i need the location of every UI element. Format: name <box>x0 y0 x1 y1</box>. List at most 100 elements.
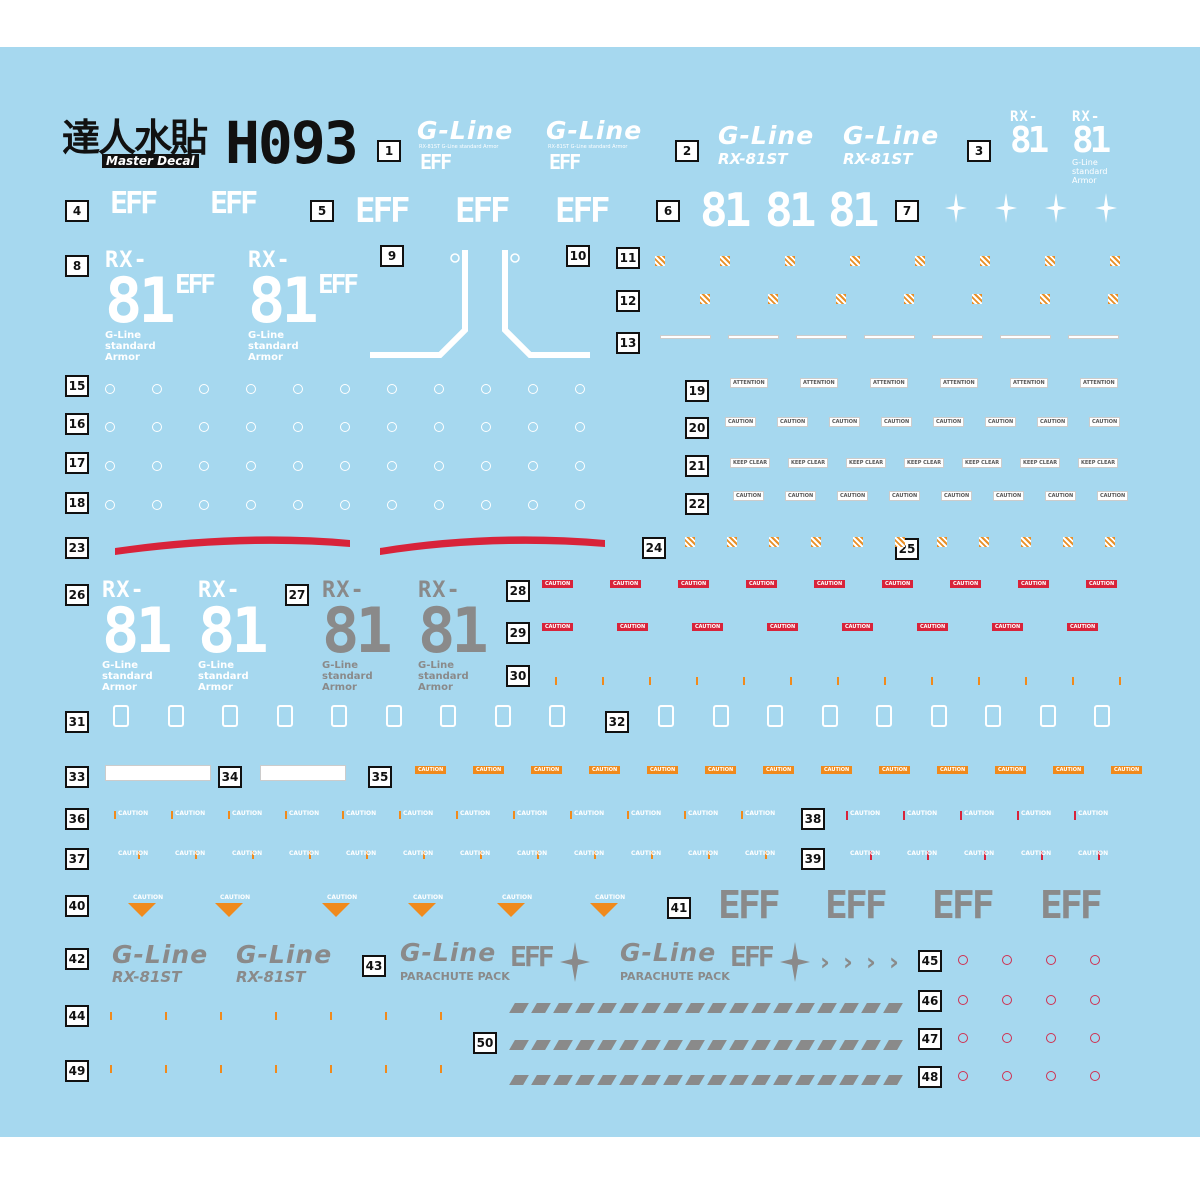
rx81-large-white: RX- 81 G-Line standard Armor <box>198 578 269 694</box>
orange-tick <box>627 811 629 819</box>
eff-logo: EFF <box>210 186 258 221</box>
slot-outline <box>985 705 1001 727</box>
federation-star-icon <box>1045 193 1067 223</box>
orange-caution-tag: CAUTION <box>473 766 505 774</box>
orange-triangle <box>590 903 618 917</box>
caution-text: CAUTION <box>850 850 881 857</box>
marking-circle <box>340 384 350 394</box>
orange-tick <box>837 677 839 685</box>
decal-number-label: 42 <box>65 948 89 970</box>
warning-tag <box>796 335 847 339</box>
orange-tick <box>884 677 886 685</box>
red-caution-tag: CAUTION <box>917 623 949 631</box>
caution-text: CAUTION <box>289 810 320 817</box>
orange-tick <box>385 1065 387 1073</box>
hazard-hatch <box>972 294 982 304</box>
caution-text: CAUTION <box>289 850 320 857</box>
decal-number-label: 39 <box>801 848 825 870</box>
orange-tick <box>309 851 311 859</box>
parachute-pack-label: PARACHUTE PACK <box>620 970 730 983</box>
orange-tick <box>399 811 401 819</box>
hazard-hatch <box>727 537 737 547</box>
federation-star-icon <box>780 942 810 982</box>
rx81-block: RX- 81 <box>1010 109 1049 161</box>
orange-triangle <box>322 903 350 917</box>
caution-text: CAUTION <box>1021 810 1052 817</box>
hazard-hatch <box>700 294 710 304</box>
eff-logo: EFF <box>318 270 359 300</box>
hazard-hatch <box>980 256 990 266</box>
rx81-large-gray: RX- 81 G-Line standard Armor <box>322 578 393 694</box>
orange-tick <box>555 677 557 685</box>
caution-text: CAUTION <box>133 894 164 901</box>
marking-circle <box>340 461 350 471</box>
caution-text: CAUTION <box>118 850 149 857</box>
orange-tick <box>165 1065 167 1073</box>
decal-number-label: 30 <box>506 665 530 687</box>
decal-number-label: 37 <box>65 848 89 870</box>
caution-keep-clear-tag: CAUTION <box>985 417 1017 427</box>
hazard-hatch <box>1105 537 1115 547</box>
decal-number-label: 50 <box>473 1032 497 1054</box>
decal-number-label: 17 <box>65 452 89 474</box>
decal-number-label: 4 <box>65 200 89 222</box>
slot-outline <box>440 705 456 727</box>
eff-small: EFF <box>420 150 452 174</box>
caution-text: CAUTION <box>460 810 491 817</box>
eff-logo-gray: EFF <box>718 883 781 927</box>
marking-circle <box>199 500 209 510</box>
warning-tag <box>864 335 915 339</box>
orange-tick <box>330 1012 332 1020</box>
red-caution-tag: CAUTION <box>617 623 649 631</box>
caution-tag: CAUTION <box>785 491 817 501</box>
attention-tag: ATTENTION <box>800 378 838 388</box>
caution-text: CAUTION <box>631 850 662 857</box>
orange-tick <box>195 851 197 859</box>
decal-number-label: 15 <box>65 375 89 397</box>
hazard-hatch <box>853 537 863 547</box>
hazard-hatch <box>836 294 846 304</box>
federation-star-icon <box>1095 193 1117 223</box>
caution-text: CAUTION <box>850 810 881 817</box>
decal-number-label: 48 <box>918 1066 942 1088</box>
marking-circle <box>199 422 209 432</box>
chevron-right-icon: › <box>866 948 876 976</box>
caution-text: CAUTION <box>574 810 605 817</box>
marking-circle <box>246 422 256 432</box>
marking-circle <box>105 500 115 510</box>
eff-logo: EFF <box>110 186 158 221</box>
orange-tick <box>366 851 368 859</box>
caution-text: CAUTION <box>232 850 263 857</box>
orange-caution-tag: CAUTION <box>995 766 1027 774</box>
slot-outline <box>222 705 238 727</box>
orange-tick <box>220 1065 222 1073</box>
orange-tick <box>114 811 116 819</box>
orange-caution-tag: CAUTION <box>879 766 911 774</box>
hazard-hatch <box>1040 294 1050 304</box>
caution-keep-clear-tag: CAUTION <box>1037 417 1069 427</box>
attention-tag: ATTENTION <box>940 378 978 388</box>
decal-number-label: 3 <box>967 140 991 162</box>
warning-tag <box>1000 335 1051 339</box>
marking-circle <box>434 384 444 394</box>
decal-number-label: 46 <box>918 990 942 1012</box>
keep-clear-tag: KEEP CLEAR <box>962 458 1003 468</box>
decal-number-label: 5 <box>310 200 334 222</box>
bracket-decals <box>370 250 590 358</box>
red-caution-tag: CAUTION <box>542 623 574 631</box>
marking-circle <box>246 461 256 471</box>
orange-tick <box>440 1065 442 1073</box>
hazard-hatch <box>720 256 730 266</box>
orange-triangle <box>128 903 156 917</box>
decal-number-label: 43 <box>362 955 386 977</box>
caution-text: CAUTION <box>595 894 626 901</box>
number-81: 81 <box>765 183 816 237</box>
red-caution-tag: CAUTION <box>542 580 574 588</box>
orange-tick <box>594 851 596 859</box>
red-caution-tag: CAUTION <box>1086 580 1118 588</box>
orange-tick <box>931 677 933 685</box>
slot-outline <box>822 705 838 727</box>
gline-logo-gray: G-Line <box>620 938 717 967</box>
decal-number-label: 7 <box>895 200 919 222</box>
attention-tag: ATTENTION <box>1010 378 1048 388</box>
